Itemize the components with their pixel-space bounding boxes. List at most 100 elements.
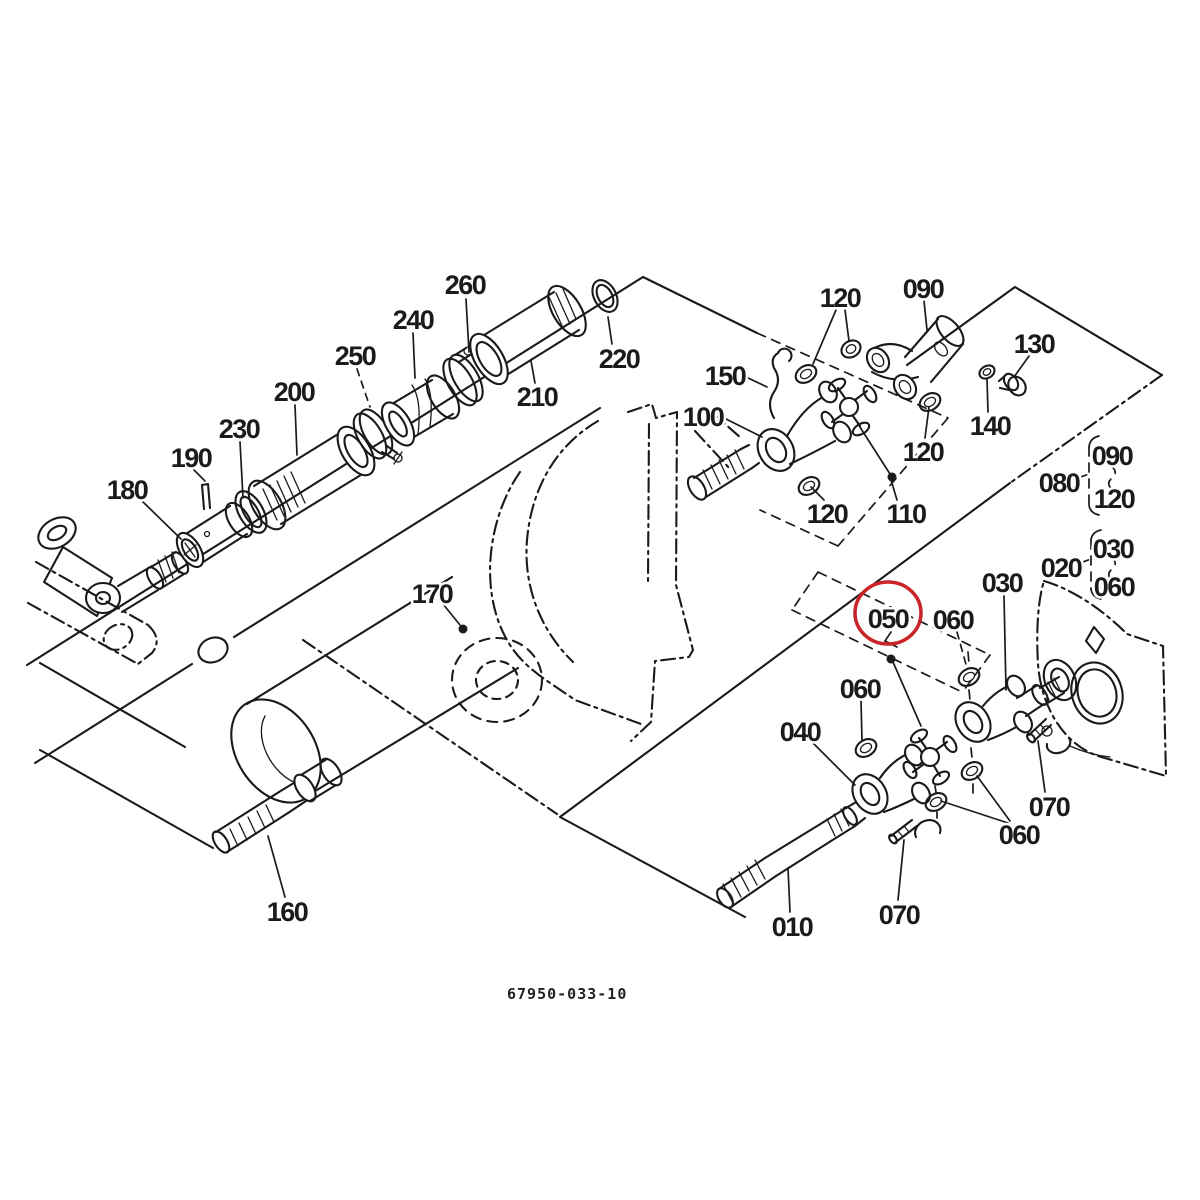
leader-line-110 (890, 479, 898, 501)
clamp-band-260 (442, 346, 484, 407)
shaft-cover-tube-210 (469, 284, 587, 386)
part-label-170-9: 170 (412, 579, 453, 609)
part-label-150-14: 150 (705, 361, 746, 391)
axle-housing (230, 575, 520, 804)
part-label-060-32: 060 (999, 820, 1040, 850)
washer-140 (978, 364, 996, 380)
leader-line-010 (787, 867, 791, 913)
leader-line-060 (940, 800, 1009, 824)
snap-ring-120-d (797, 476, 821, 496)
leader-line-260 (465, 298, 470, 353)
part-label-080-20: 080 (1039, 468, 1080, 498)
leader-line-160 (267, 835, 286, 898)
part-label-250-4: 250 (335, 341, 376, 371)
leader-line-190 (193, 469, 206, 482)
leader-line-030 (1003, 595, 1007, 691)
leader-line-140 (986, 378, 989, 413)
coupling-sleeve-180 (175, 501, 254, 569)
part-label-010-33: 010 (772, 912, 813, 942)
leader-line-130 (1013, 355, 1030, 378)
part-label-260-6: 260 (445, 270, 486, 300)
part-label-090-12: 090 (903, 274, 944, 304)
snap-ring-120-a (794, 364, 818, 384)
part-label-120-18: 120 (807, 499, 848, 529)
leader-line-150 (745, 376, 768, 388)
bracket-020-group (1079, 529, 1117, 600)
pin-190 (200, 482, 212, 511)
o-ring-230 (234, 490, 268, 534)
part-label-200-3: 200 (274, 377, 315, 407)
rubber-coupling-240 (380, 374, 461, 447)
panel-boundary-lines (25, 275, 1164, 919)
part-label-110-19: 110 (886, 499, 926, 529)
u-joint-cross-050 (902, 728, 958, 786)
leader-dot-170 (458, 624, 468, 634)
spring-pin-070-bottom (888, 818, 942, 845)
leader-line-040 (812, 742, 856, 786)
part-label-030-28: 030 (982, 568, 1023, 598)
group-outline-lower-ujoint (791, 571, 991, 693)
leader-line-250 (356, 368, 371, 408)
part-label-240-5: 240 (393, 305, 434, 335)
leader-line-070 (1037, 740, 1046, 793)
o-ring-220 (591, 279, 619, 313)
support-arm-phantom (26, 560, 158, 666)
part-label-040-30: 040 (780, 717, 821, 747)
part-label-020-23: 020 (1041, 553, 1082, 583)
bearing-cup-060-left (854, 738, 878, 758)
leader-line-050 (892, 661, 922, 727)
leader-line-120 (810, 486, 825, 501)
final-case-phantom (1036, 579, 1168, 778)
part-label-060-27: 060 (933, 605, 974, 635)
leader-line-110 (857, 423, 891, 475)
leader-line-240 (412, 332, 416, 379)
part-label-070-34: 070 (879, 900, 920, 930)
part-label-060-29: 060 (840, 674, 881, 704)
shaft-cover-tube-200 (247, 425, 376, 531)
spring-pin-070-right (1025, 717, 1072, 755)
sleeve-yoke-090 (865, 314, 965, 401)
part-label-030-24: 030 (1093, 534, 1134, 564)
part-label-210-7: 210 (517, 382, 558, 412)
yoke-030 (954, 674, 1066, 743)
bearing-cup-060-lower (924, 785, 948, 819)
leader-dot-050 (886, 654, 896, 664)
leader-line-060 (860, 700, 863, 741)
bolt-130 (997, 372, 1027, 397)
part-label-050-26: 050 (868, 604, 909, 634)
leader-line-120 (924, 406, 930, 439)
transmission-case-phantom (450, 402, 743, 743)
bracket-080-group (1077, 435, 1117, 516)
part-label-060-25: 060 (1094, 572, 1135, 602)
leader-line-170 (442, 603, 461, 626)
leader-line-210 (530, 360, 536, 384)
part-label-220-8: 220 (599, 344, 640, 374)
leader-line-060 (956, 631, 968, 669)
highlight-layer (853, 580, 923, 646)
leader-line-070 (897, 839, 905, 901)
leader-line-050 (884, 631, 892, 642)
bearing-cup-060-top (957, 651, 981, 701)
part-label-120-22: 120 (1094, 484, 1135, 514)
part-label-180-0: 180 (107, 475, 148, 505)
u-joint-cross-110 (820, 377, 878, 437)
snap-ring-120-c (918, 392, 942, 412)
drawing-number: 67950-033-10 (507, 985, 627, 1003)
part-label-070-31: 070 (1029, 792, 1070, 822)
part-label-120-11: 120 (820, 283, 861, 313)
leader-line-100 (723, 417, 763, 438)
leader-line-220 (607, 316, 613, 345)
leader-line-120 (844, 309, 850, 342)
leader-dot-110 (887, 472, 897, 482)
part-label-160-10: 160 (267, 897, 308, 927)
part-label-090-21: 090 (1092, 441, 1133, 471)
yoke-040 (851, 743, 931, 815)
leader-line-120 (812, 309, 837, 365)
leader-line-180 (139, 498, 182, 540)
part-label-190-1: 190 (171, 443, 212, 473)
part-label-120-17: 120 (903, 437, 944, 467)
leader-line-200 (294, 404, 298, 456)
